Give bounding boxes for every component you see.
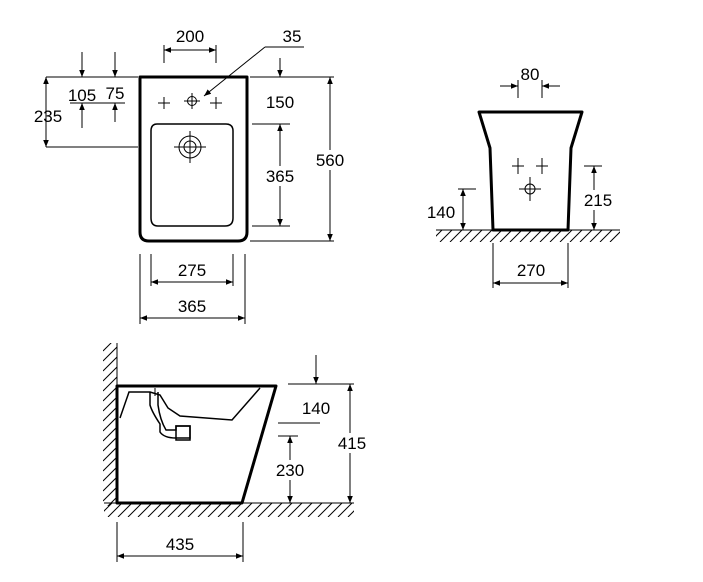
dim-text-415: 415 — [338, 434, 366, 453]
dim-text-270: 270 — [517, 261, 545, 280]
drain-symbol — [174, 131, 206, 163]
dim-text-275: 275 — [178, 261, 206, 280]
dim-text-435: 435 — [166, 535, 194, 554]
bidet-outline-top — [138, 75, 249, 243]
bowl-outline-top — [150, 123, 234, 227]
dim-text-235: 235 — [34, 107, 62, 126]
dim-tap-offset: 35 — [203, 27, 304, 97]
dim-left-vertical: 105 75 235 — [34, 52, 138, 148]
front-view: 80 140 215 270 — [427, 65, 620, 288]
dim-depth: 435 — [116, 522, 244, 562]
floor-hatch-front — [436, 230, 620, 242]
bidet-outline-front — [477, 110, 584, 232]
dim-text-140-side: 140 — [302, 399, 330, 418]
trap-profile-side — [149, 392, 191, 439]
dim-outlet-height: 230 — [272, 435, 308, 503]
dim-right-vertical: 150 365 560 — [250, 58, 348, 242]
bowl-profile-side — [119, 387, 261, 421]
dim-fixing-spacing: 80 — [500, 65, 560, 98]
wall-hatch — [103, 343, 117, 506]
fixing-crosshairs — [512, 158, 548, 201]
bidet-outline-side — [115, 384, 278, 505]
dim-text-200: 200 — [176, 27, 204, 46]
dim-text-35: 35 — [283, 27, 302, 46]
tap-hole-crosshairs — [158, 93, 222, 109]
dim-fixing-height: 140 — [427, 188, 476, 230]
dim-base-width: 270 — [492, 243, 569, 288]
dim-total-height: 415 — [332, 384, 368, 503]
side-view: 140 415 230 435 — [103, 343, 368, 562]
dim-hole-spacing: 200 — [163, 27, 217, 63]
top-view: 200 35 105 75 235 — [34, 27, 348, 324]
dim-drain-height: 215 — [580, 165, 616, 230]
outlet-connector — [175, 425, 191, 441]
dim-bottom-widths: 275 365 — [139, 254, 246, 324]
dim-text-150: 150 — [266, 93, 294, 112]
dim-text-105: 105 — [68, 86, 96, 105]
dim-text-365-total: 365 — [178, 297, 206, 316]
dim-text-365-bowl: 365 — [266, 167, 294, 186]
floor-hatch-side — [104, 503, 354, 517]
dim-text-215: 215 — [584, 191, 612, 210]
dim-text-80: 80 — [521, 65, 540, 84]
dim-text-140-front: 140 — [427, 203, 455, 222]
dim-text-230: 230 — [276, 461, 304, 480]
dim-text-75: 75 — [106, 84, 125, 103]
dim-text-560: 560 — [316, 151, 344, 170]
dim-rim-drop: 140 — [278, 355, 354, 424]
